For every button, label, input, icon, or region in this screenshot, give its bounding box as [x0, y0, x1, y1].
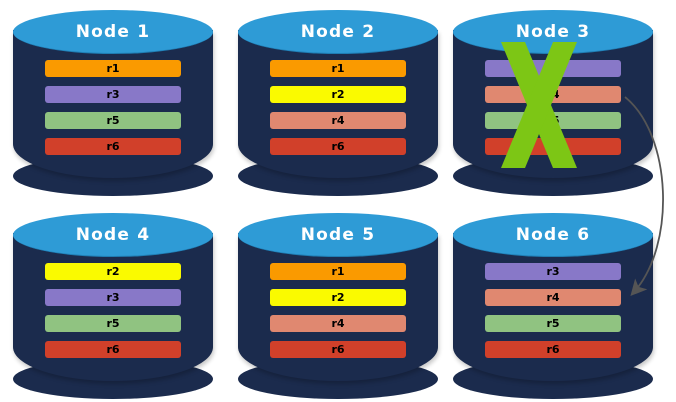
record-bar-r6[interactable]: r6	[485, 341, 621, 358]
record-bar-r2[interactable]: r2	[270, 289, 406, 306]
record-bar-r5[interactable]: r5	[45, 315, 181, 332]
node-title: Node 5	[300, 225, 376, 245]
record-list: r2 r3 r5 r6	[45, 263, 181, 358]
record-bar-r6[interactable]: r6	[45, 138, 181, 155]
record-bar-r5[interactable]: r5	[485, 315, 621, 332]
node-title: Node 2	[300, 22, 376, 42]
node-cylinder-4[interactable]: Node 4 r2 r3 r5 r6	[13, 211, 213, 399]
record-bar-r3[interactable]: r3	[45, 86, 181, 103]
record-bar-r1[interactable]: r1	[270, 263, 406, 280]
node-cylinder-6[interactable]: Node 6 r3 r4 r5 r6	[453, 211, 653, 399]
cylinder-top	[453, 213, 653, 257]
record-bar-r1[interactable]: r1	[45, 60, 181, 77]
node-title: Node 6	[515, 225, 591, 245]
node-title: Node 3	[515, 22, 591, 42]
record-bar-r2[interactable]: r2	[45, 263, 181, 280]
record-bar-r1[interactable]: r1	[270, 60, 406, 77]
record-bar-r4[interactable]: r4	[485, 289, 621, 306]
node-cylinder-2[interactable]: Node 2 r1 r2 r4 r6	[238, 8, 438, 196]
record-bar-r3[interactable]: r3	[485, 263, 621, 280]
cylinder-top	[13, 10, 213, 54]
record-bar-r3[interactable]: r3	[485, 60, 621, 77]
record-bar-r2[interactable]: r2	[270, 86, 406, 103]
node-cylinder-1[interactable]: Node 1 r1 r3 r5 r6	[13, 8, 213, 196]
node-title: Node 4	[75, 225, 151, 245]
record-list: r3 r4 r5 r6	[485, 263, 621, 358]
record-bar-r6[interactable]: r6	[485, 138, 621, 155]
cylinder-top	[238, 213, 438, 257]
record-bar-r3[interactable]: r3	[45, 289, 181, 306]
record-list: r1 r3 r5 r6	[45, 60, 181, 155]
record-bar-r4[interactable]: r4	[485, 86, 621, 103]
record-bar-r6[interactable]: r6	[270, 341, 406, 358]
record-bar-r4[interactable]: r4	[270, 315, 406, 332]
node-cylinder-5[interactable]: Node 5 r1 r2 r4 r6	[238, 211, 438, 399]
record-bar-r5[interactable]: r5	[45, 112, 181, 129]
node-cylinder-3[interactable]: Node 3 r3 r4 r5 r6	[453, 8, 653, 196]
record-bar-r4[interactable]: r4	[270, 112, 406, 129]
record-bar-r6[interactable]: r6	[45, 341, 181, 358]
record-list: r1 r2 r4 r6	[270, 60, 406, 155]
node-title: Node 1	[75, 22, 151, 42]
record-list: r1 r2 r4 r6	[270, 263, 406, 358]
record-bar-r6[interactable]: r6	[270, 138, 406, 155]
record-bar-r5[interactable]: r5	[485, 112, 621, 129]
cylinder-top	[13, 213, 213, 257]
record-list: r3 r4 r5 r6	[485, 60, 621, 155]
cylinder-top	[238, 10, 438, 54]
